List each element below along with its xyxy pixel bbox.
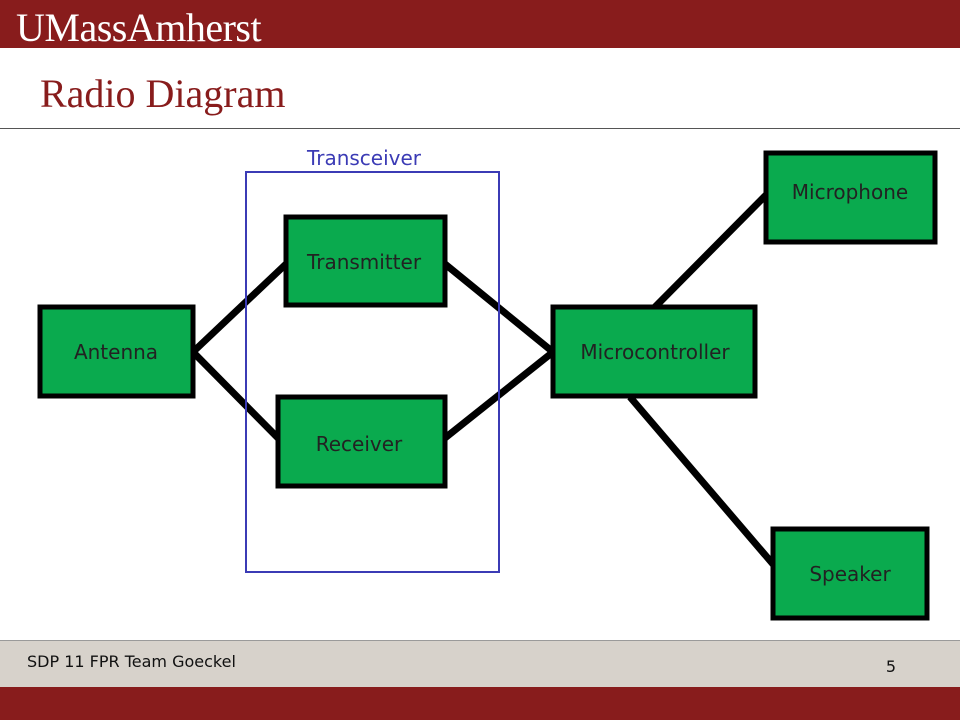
microcontroller-label: Microcontroller	[580, 340, 730, 364]
top-brand-bar: UMassAmherst	[0, 0, 960, 50]
umass-logo: UMassAmherst	[16, 5, 262, 50]
node-speaker: Speaker	[770, 526, 930, 621]
node-transmitter: Transmitter	[283, 214, 448, 308]
slide-title: Radio Diagram	[40, 71, 286, 116]
page-number: 5	[885, 657, 896, 676]
node-microcontroller: Microcontroller	[550, 304, 758, 399]
edge-microcontroller-speaker	[627, 394, 781, 573]
node-microphone: Microphone	[763, 150, 938, 245]
footer-text: SDP 11 FPR Team Goeckel	[27, 652, 236, 671]
receiver-label: Receiver	[316, 432, 403, 456]
node-receiver: Receiver	[275, 394, 448, 489]
footer-band	[0, 640, 960, 687]
speaker-label: Speaker	[809, 562, 891, 586]
edge-microcontroller-microphone	[652, 192, 769, 310]
edge-antenna-receiver	[190, 349, 281, 441]
transceiver-label: Transceiver	[306, 146, 422, 170]
node-antenna: Antenna	[37, 304, 196, 399]
microphone-label: Microphone	[792, 180, 908, 204]
antenna-label: Antenna	[74, 340, 158, 364]
edge-antenna-transmitter	[190, 261, 289, 355]
bottom-brand-bar	[0, 687, 960, 720]
title-divider	[0, 128, 960, 129]
transceiver-group-box	[245, 171, 500, 573]
transmitter-label: Transmitter	[306, 250, 422, 274]
